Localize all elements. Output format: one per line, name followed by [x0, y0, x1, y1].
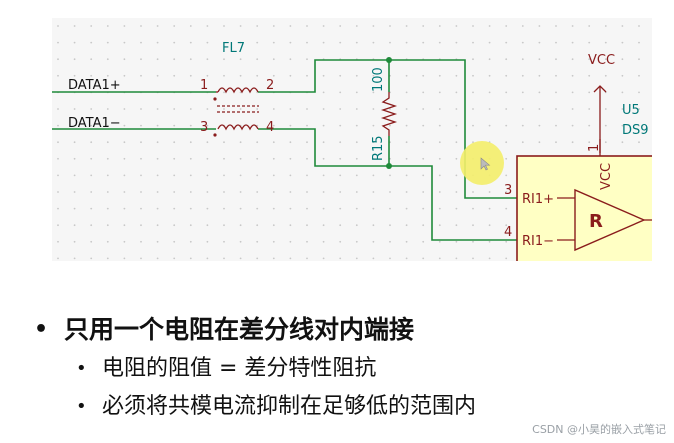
ferrite-pin4: 4 [266, 120, 274, 135]
bullet-dot-icon: • [34, 317, 49, 342]
bullet-main: • 只用一个电阻在差分线对内端接 [34, 310, 654, 350]
vcc-power-label: VCC [588, 53, 615, 68]
ic-pin3-number: 3 [504, 183, 512, 198]
net-label-data-pos: DATA1+ [68, 78, 121, 93]
bullet-dot-icon: • [76, 358, 87, 379]
watermark: CSDN @小昊的嵌入式笔记 [532, 423, 666, 436]
bullet-sub-2: • 必须将共模电流抑制在足够低的范围内 [76, 388, 654, 426]
bullet-list: • 只用一个电阻在差分线对内端接 • 电阻的阻值 = 差分特性阻抗 • 必须将共… [34, 310, 654, 426]
bullet-sub-1: • 电阻的阻值 = 差分特性阻抗 [76, 350, 654, 388]
ic-pin3-name: RI1+ [522, 192, 554, 207]
ferrite-dot-2 [213, 133, 217, 137]
ferrite-symbol [216, 87, 259, 131]
resistor-ref: R15 [371, 135, 386, 161]
grid-dots [57, 25, 640, 260]
resistor-symbol [380, 92, 398, 136]
ic-ref: U5 [622, 103, 640, 118]
net-label-data-neg: DATA1− [68, 116, 121, 131]
ic-pin1-number: 1 [587, 144, 602, 152]
ic-part: DS9 [622, 123, 649, 138]
wire-rneg [258, 128, 517, 241]
receiver-symbol-letter: R [589, 211, 603, 232]
junction-bottom [386, 163, 392, 169]
ferrite-pin1: 1 [200, 78, 208, 93]
bullet-sub-1-text: 电阻的阻值 = 差分特性阻抗 [102, 356, 377, 381]
ferrite-pin3: 3 [200, 120, 208, 135]
bullet-main-text: 只用一个电阻在差分线对内端接 [64, 315, 415, 344]
ferrite-ref: FL7 [222, 41, 245, 56]
schematic-canvas: DATA1+ DATA1− FL7 1 2 3 4 100 R15 VCC U5… [52, 18, 652, 261]
receiver-triangle [574, 188, 646, 252]
ferrite-dot-1 [213, 97, 217, 101]
junction-top [386, 57, 392, 63]
ferrite-pin2: 2 [266, 78, 274, 93]
schematic-panel: DATA1+ DATA1− FL7 1 2 3 4 100 R15 VCC U5… [52, 18, 652, 261]
ic-pin4-number: 4 [504, 225, 512, 240]
bullet-sub-2-text: 必须将共模电流抑制在足够低的范围内 [102, 394, 477, 419]
bullet-dot-icon: • [76, 396, 87, 417]
ic-pin4-name: RI1− [522, 234, 554, 249]
mouse-cursor-icon [480, 157, 491, 171]
ic-pin-vcc-name: VCC [599, 163, 614, 190]
resistor-value: 100 [371, 67, 386, 92]
